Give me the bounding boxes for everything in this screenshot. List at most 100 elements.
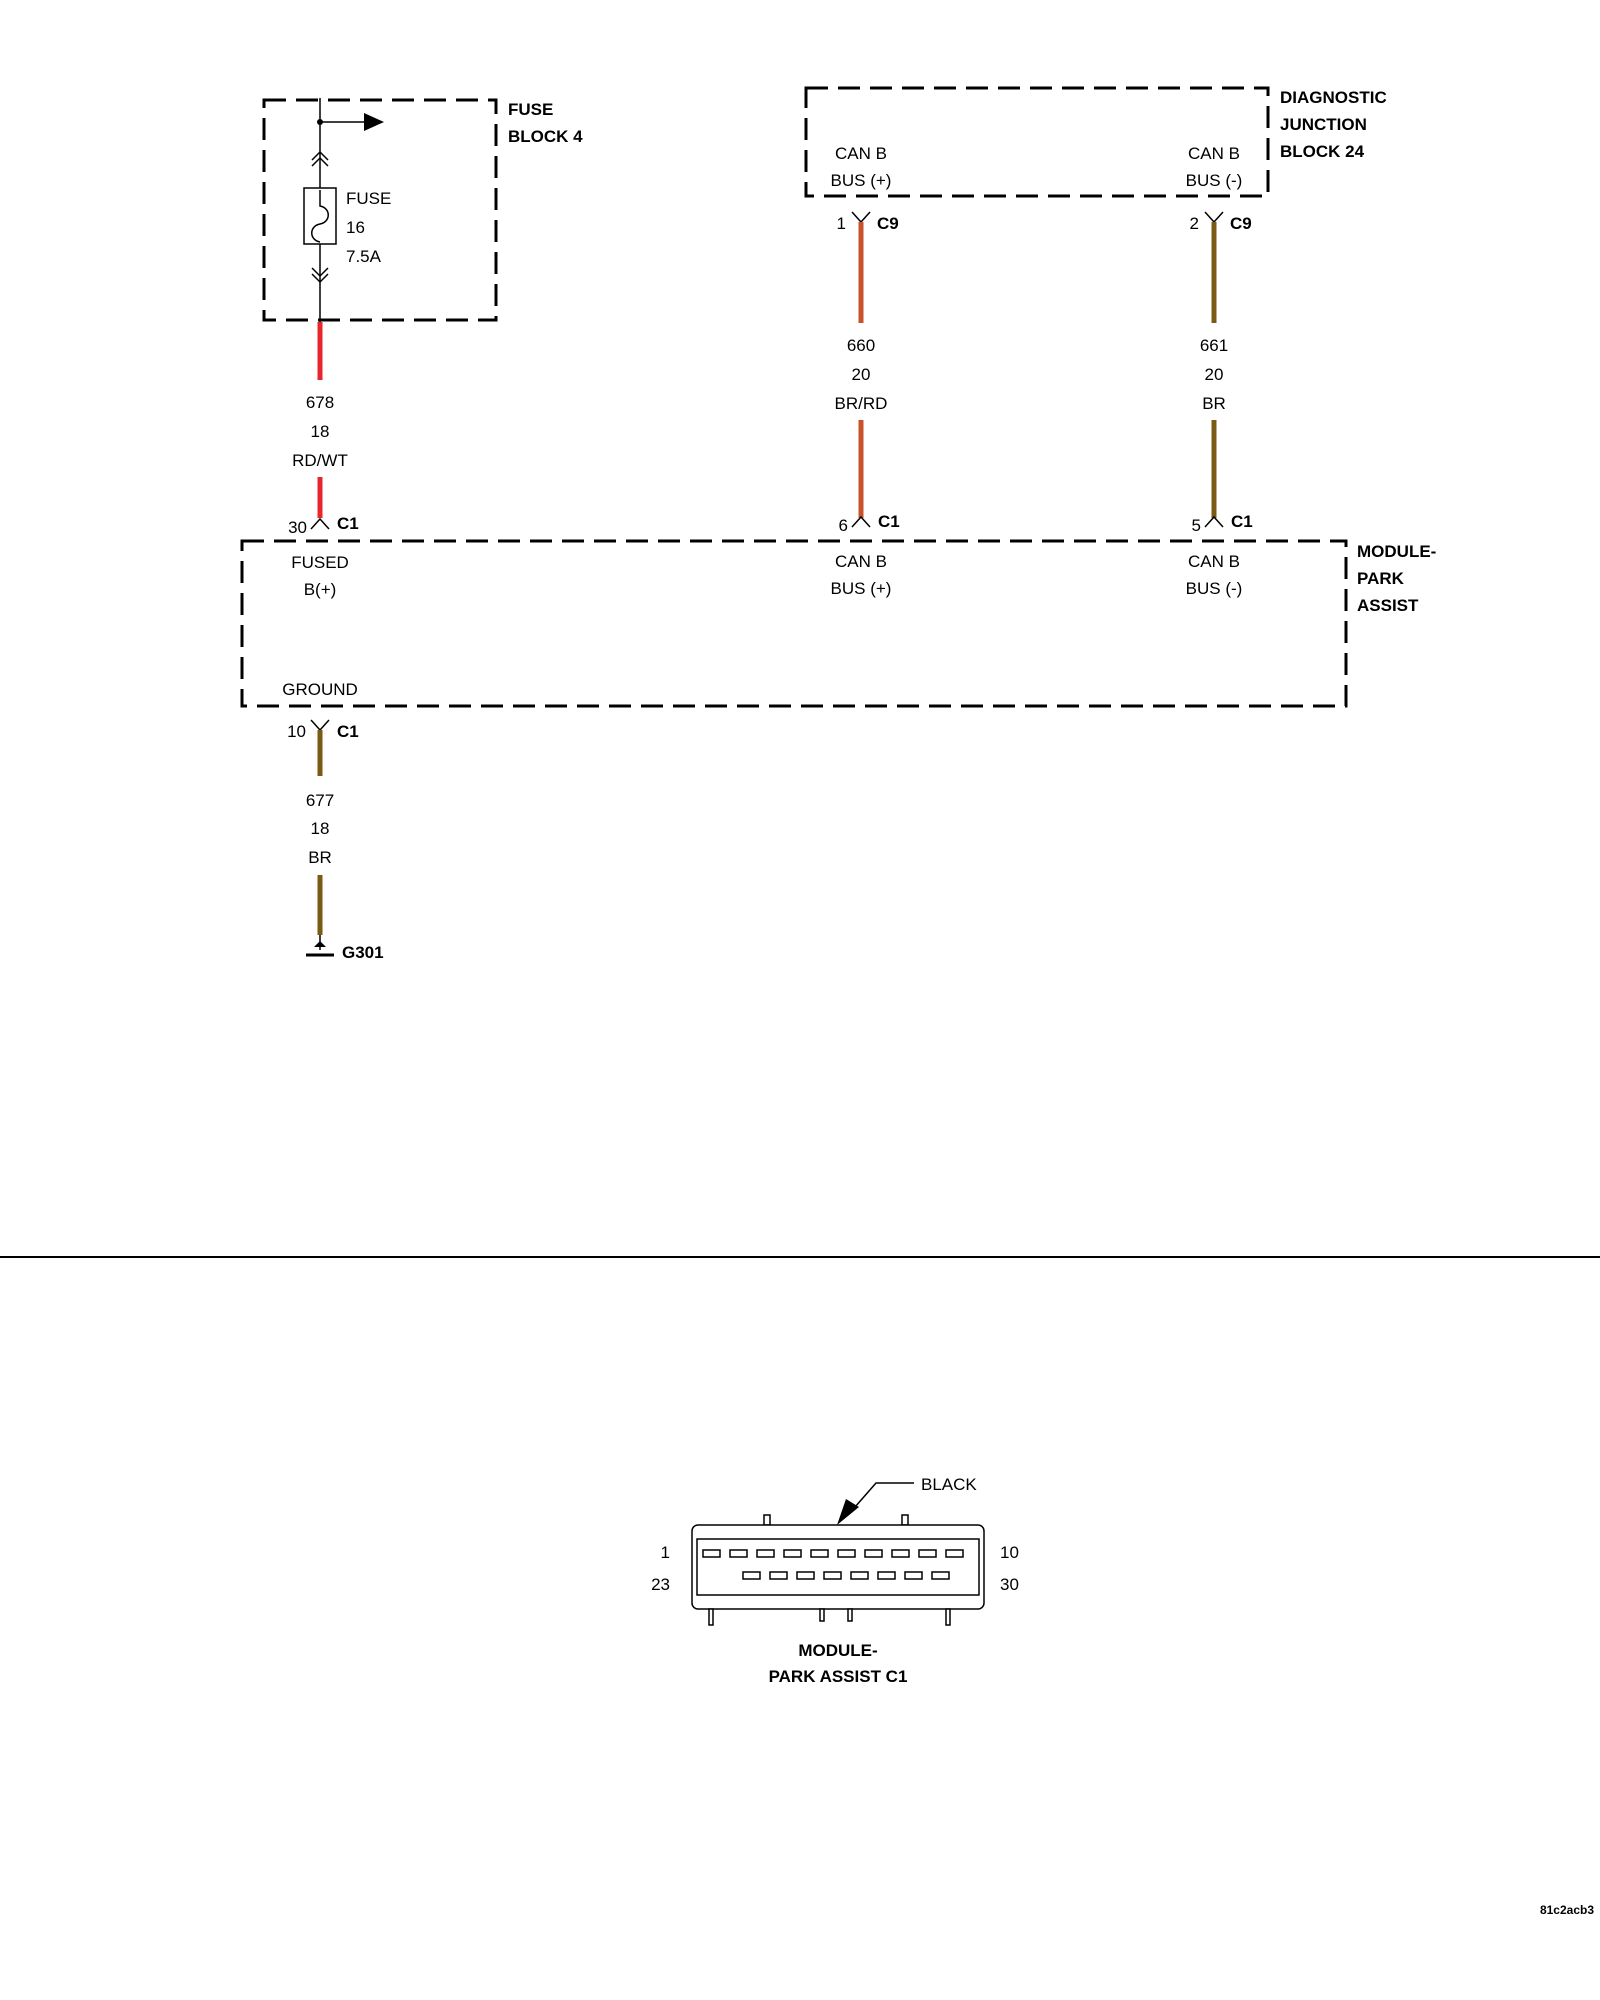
fuse-block-title-1: FUSE xyxy=(508,100,553,119)
wire-678-circuit: 678 xyxy=(306,393,334,412)
diagnostic-junction-block: DIAGNOSTIC JUNCTION BLOCK 24 CAN B BUS (… xyxy=(804,86,1387,198)
connector-color-label: BLACK xyxy=(921,1475,977,1494)
cavity-icon xyxy=(783,1549,802,1558)
module-fused-label-1: FUSED xyxy=(291,553,349,572)
connector-leg-icon xyxy=(847,1608,853,1622)
cavity-icon xyxy=(864,1549,883,1558)
c9-pin-1-number: 1 xyxy=(837,214,846,233)
park-assist-module: MODULE- PARK ASSIST FUSED B(+) CAN B BUS… xyxy=(240,539,1436,708)
wire-660-gauge: 20 xyxy=(852,365,871,384)
cavity-row-bottom xyxy=(742,1571,950,1580)
c1-pin-6: 6 C1 xyxy=(839,512,900,535)
fuse-block-title-2: BLOCK 4 xyxy=(508,127,583,146)
c1-pin-10: 10 C1 xyxy=(287,719,359,741)
wire-677-gauge: 18 xyxy=(311,819,330,838)
wire-660-circuit: 660 xyxy=(847,336,875,355)
djb-title-1: DIAGNOSTIC xyxy=(1280,88,1387,107)
djb-pin-minus-label-1: CAN B xyxy=(1188,144,1240,163)
c9-pin-1-connector-label: C9 xyxy=(877,214,899,233)
wire-661-gauge: 20 xyxy=(1205,365,1224,384)
cavity-icon xyxy=(945,1549,964,1558)
djb-pin-minus-label-2: BUS (-) xyxy=(1186,171,1243,190)
c1-pin-6-connector-icon xyxy=(851,515,871,528)
wire-678-gauge: 18 xyxy=(311,422,330,441)
djb-title-2: JUNCTION xyxy=(1280,115,1367,134)
module-ground-label: GROUND xyxy=(282,680,358,699)
module-title-1: MODULE- xyxy=(1357,542,1436,561)
cavity-icon xyxy=(729,1549,748,1558)
module-canm-label-2: BUS (-) xyxy=(1186,579,1243,598)
module-canm-label-1: CAN B xyxy=(1188,552,1240,571)
cavity-row-top xyxy=(702,1549,964,1558)
module-outline xyxy=(240,539,1348,708)
connector-face-icon xyxy=(696,1538,980,1596)
module-title-3: ASSIST xyxy=(1357,596,1419,615)
c1-pin-5-connector-label: C1 xyxy=(1231,512,1253,531)
fuse-label: FUSE xyxy=(346,189,391,208)
djb-pin-plus-label-2: BUS (+) xyxy=(831,171,892,190)
connector-view: BLACK xyxy=(651,1475,1019,1686)
cavity-icon xyxy=(891,1549,910,1558)
cavity-icon xyxy=(918,1549,937,1558)
cavity-icon xyxy=(877,1571,896,1580)
cavity-icon xyxy=(904,1571,923,1580)
cavity-icon xyxy=(756,1549,775,1558)
wire-661-color: BR xyxy=(1202,394,1226,413)
module-title-2: PARK xyxy=(1357,569,1405,588)
pin-label-bottom-right: 30 xyxy=(1000,1575,1019,1594)
c1-pin-5-number: 5 xyxy=(1192,516,1201,535)
pin-label-top-left: 1 xyxy=(661,1543,670,1562)
pin-label-top-right: 10 xyxy=(1000,1543,1019,1562)
connector-tab-icon xyxy=(763,1514,771,1526)
c9-pin-1-connector-icon xyxy=(851,211,871,224)
wire-677: 677 18 BR xyxy=(306,730,334,935)
c1-pin-10-connector-label: C1 xyxy=(337,722,359,741)
cavity-icon xyxy=(823,1571,842,1580)
ground-g301: G301 xyxy=(306,935,384,962)
module-fused-label-2: B(+) xyxy=(304,580,337,599)
cavity-icon xyxy=(702,1549,721,1558)
fuse-number: 16 xyxy=(346,218,365,237)
c1-pin-30: 30 C1 xyxy=(288,514,359,537)
connector-caption-2: PARK ASSIST C1 xyxy=(769,1667,908,1686)
c1-pin-10-number: 10 xyxy=(287,722,306,741)
wire-660-color: BR/RD xyxy=(835,394,888,413)
color-callout-line xyxy=(847,1482,914,1516)
fuse-block-outline xyxy=(262,98,498,322)
wire-678: 678 18 RD/WT xyxy=(292,322,348,518)
cavity-icon xyxy=(796,1571,815,1580)
fuse-top-chevron-icon xyxy=(311,150,329,161)
ground-label: G301 xyxy=(342,943,384,962)
c1-pin-30-number: 30 xyxy=(288,518,307,537)
c9-pin-2: 2 C9 xyxy=(1190,211,1252,233)
fuse-bottom-chevron-icon xyxy=(311,273,329,284)
wire-677-color: BR xyxy=(308,848,332,867)
c9-pin-1: 1 C9 xyxy=(837,211,899,233)
wire-661: 661 20 BR xyxy=(1200,222,1228,518)
cavity-icon xyxy=(837,1549,856,1558)
djb-pin-plus-label-1: CAN B xyxy=(835,144,887,163)
c1-pin-6-number: 6 xyxy=(839,516,848,535)
pin-label-bottom-left: 23 xyxy=(651,1575,670,1594)
cavity-icon xyxy=(810,1549,829,1558)
footer-code: 81c2acb3 xyxy=(1540,1903,1594,1917)
c9-pin-2-connector-label: C9 xyxy=(1230,214,1252,233)
wire-678-color: RD/WT xyxy=(292,451,348,470)
c1-pin-5-connector-icon xyxy=(1204,515,1224,528)
cavity-icon xyxy=(769,1571,788,1580)
djb-outline xyxy=(804,86,1270,198)
wire-660: 660 20 BR/RD xyxy=(835,222,888,518)
ground-icon xyxy=(314,941,326,947)
wire-661-circuit: 661 xyxy=(1200,336,1228,355)
fuse-element-icon xyxy=(311,190,329,243)
c1-pin-6-connector-label: C1 xyxy=(878,512,900,531)
c1-pin-10-connector-icon xyxy=(310,719,330,732)
cavity-icon xyxy=(742,1571,761,1580)
c9-pin-2-connector-icon xyxy=(1204,211,1224,224)
djb-title-3: BLOCK 24 xyxy=(1280,142,1365,161)
cavity-icon xyxy=(931,1571,950,1580)
wire-677-circuit: 677 xyxy=(306,791,334,810)
cavity-icon xyxy=(850,1571,869,1580)
fuse-block: FUSE BLOCK 4 FUSE 16 7.5A xyxy=(262,98,583,322)
